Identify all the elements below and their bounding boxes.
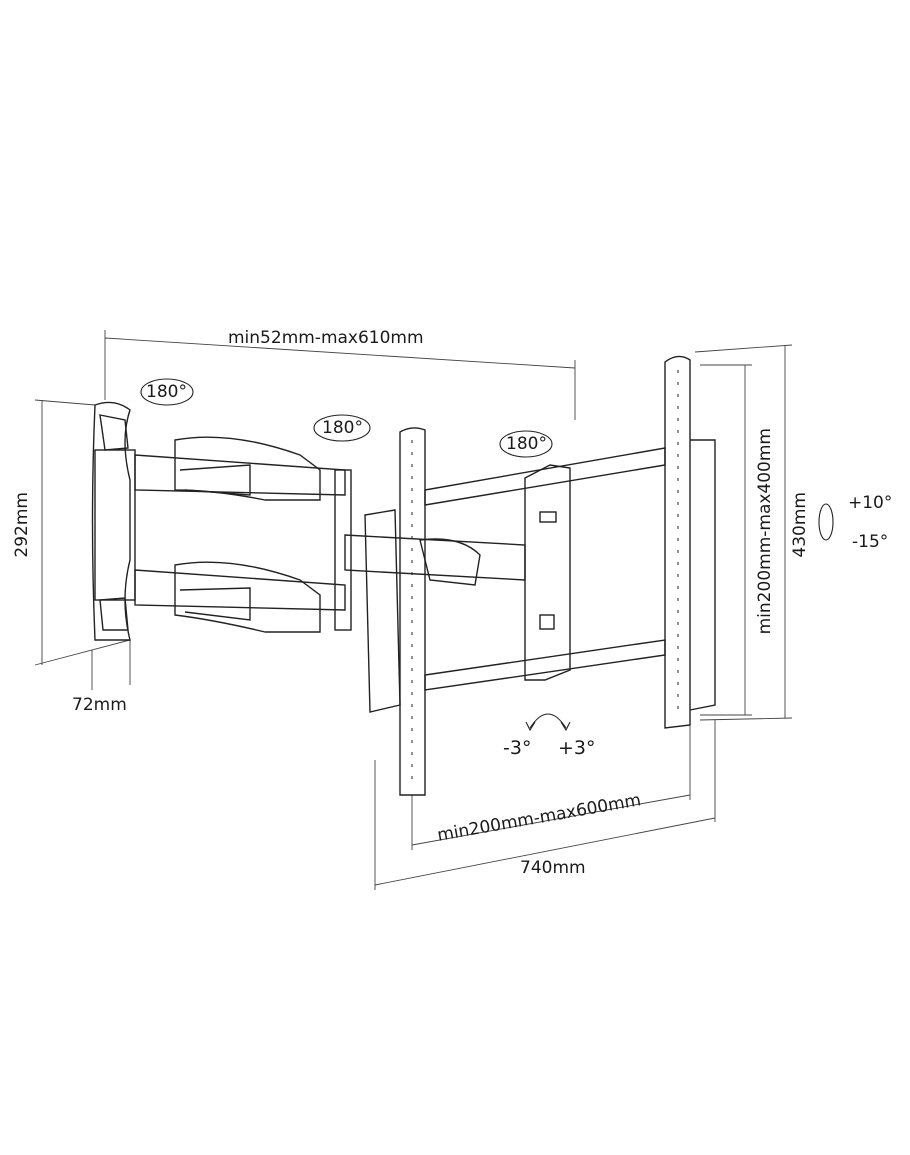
rotate-arrow-icon xyxy=(529,713,567,729)
second-arm xyxy=(344,534,526,586)
upper-arm xyxy=(134,436,346,501)
lower-arm xyxy=(134,561,346,633)
tv-bracket xyxy=(364,355,716,796)
swivel-2-arrow-icon xyxy=(313,414,371,442)
wall-plate xyxy=(91,401,136,641)
rotate-right-label: +3° xyxy=(558,737,596,759)
swivel-1-label: 180° xyxy=(146,382,187,402)
tilt-arrow-icon xyxy=(818,503,834,541)
vesa-vertical-label: min200mm-max400mm xyxy=(755,428,775,635)
tilt-down-label: -15° xyxy=(852,532,889,552)
wall-plate-height-label: 292mm xyxy=(12,492,32,558)
swivel-1-arrow-icon xyxy=(140,378,194,406)
center-joint xyxy=(334,469,352,631)
swivel-3-arrow-icon xyxy=(499,430,553,458)
tilt-up-label: +10° xyxy=(848,493,893,513)
bracket-width-label: 740mm xyxy=(520,858,586,878)
rotation-arrows xyxy=(140,378,834,732)
wall-plate-depth-label: 72mm xyxy=(72,695,127,715)
swivel-3-label: 180° xyxy=(506,434,547,454)
arm-extension-label: min52mm-max610mm xyxy=(228,328,424,348)
dimension-lines xyxy=(34,330,793,890)
rotate-left-label: -3° xyxy=(503,737,532,759)
bracket-height-label: 430mm xyxy=(790,492,810,558)
swivel-2-label: 180° xyxy=(322,418,363,438)
